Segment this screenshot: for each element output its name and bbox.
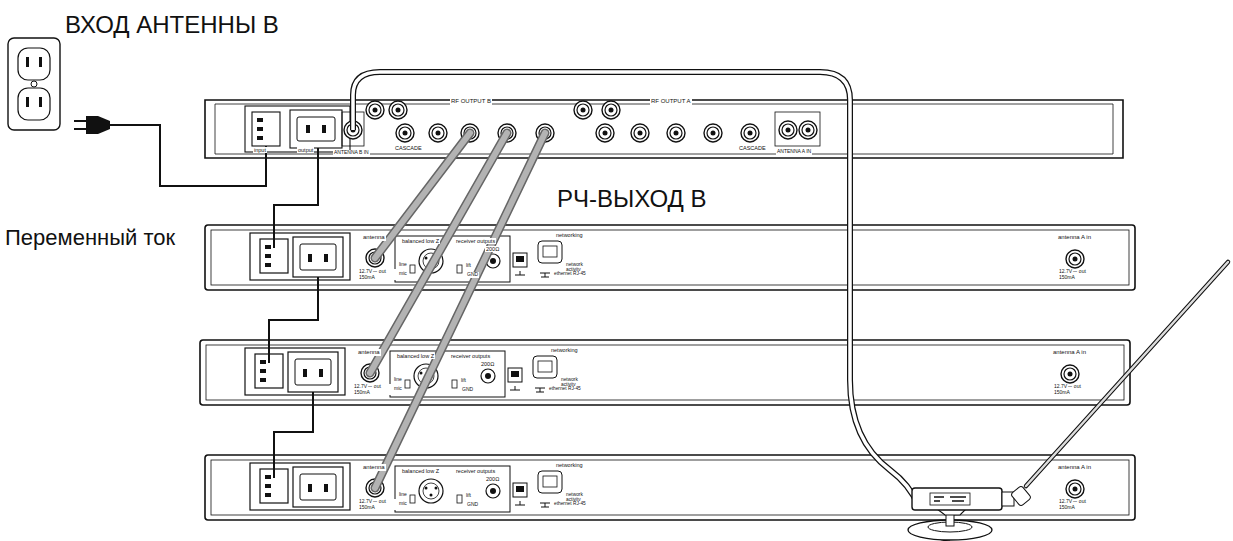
panel-label: ethernet RJ-45 xyxy=(553,271,587,276)
panel-label: 200Ω xyxy=(480,361,495,367)
panel-label: CASCADE xyxy=(394,145,423,151)
panel-label: antenna A in xyxy=(1057,464,1092,471)
panel-label: 12.7V ⎓ out 150mA xyxy=(358,499,396,510)
panel-label: input xyxy=(253,147,267,153)
panel-label: mic xyxy=(393,386,403,392)
panel-label: networking xyxy=(550,347,579,353)
panel-label: ANTENNA B IN xyxy=(333,150,370,156)
panel-label: networking xyxy=(555,232,584,238)
panel-label: ethernet RJ-45 xyxy=(553,501,587,506)
panel-label: antenna xyxy=(362,234,386,241)
panel-label: 12.7V ⎓ out 150mA xyxy=(353,384,391,395)
panel-label: line xyxy=(398,262,408,268)
panel-label: GND xyxy=(461,387,474,393)
antenna-distributor xyxy=(205,100,1123,158)
panel-label: mic xyxy=(398,501,408,507)
panel-label: 200Ω xyxy=(485,476,500,482)
panel-label: 12.7V ⎓ out 150mA xyxy=(1058,269,1096,280)
panel-label: receiver outputs xyxy=(455,468,496,474)
panel-label: RF OUTPUT A xyxy=(650,98,692,105)
panel-label: receiver outputs xyxy=(455,238,496,244)
callout-label: ВХОД АНТЕННЫ В xyxy=(64,12,280,38)
panel-label: RF OUTPUT B xyxy=(450,98,492,105)
panel-label: networking xyxy=(555,462,584,468)
panel-label: balanced low Z xyxy=(396,353,435,359)
panel-label: receiver outputs xyxy=(450,353,491,359)
rf-cables xyxy=(370,133,545,488)
power-cords xyxy=(110,125,318,478)
callout-label: Переменный ток xyxy=(4,226,176,250)
panel-label: 12.7V ⎓ out 150mA xyxy=(1058,499,1096,510)
receiver xyxy=(200,340,1130,405)
panel-label: line xyxy=(398,492,408,498)
panel-label: output xyxy=(297,147,314,153)
panel-label: antenna xyxy=(357,349,381,356)
panel-label: lift xyxy=(460,378,467,384)
panel-label: 200Ω xyxy=(485,246,500,252)
wall-outlet xyxy=(8,38,60,130)
receiver xyxy=(205,455,1135,520)
panel-label: ANTENNA A IN xyxy=(776,149,812,155)
panel-label: lift xyxy=(465,263,472,269)
panel-label: antenna A in xyxy=(1052,349,1087,356)
callout-label: РЧ-ВЫХОД В xyxy=(556,186,708,212)
panel-label: antenna A in xyxy=(1057,234,1092,241)
panel-label: ethernet RJ-45 xyxy=(548,386,582,391)
panel-label: CASCADE xyxy=(738,145,767,151)
power-plug xyxy=(74,116,110,134)
panel-label: mic xyxy=(398,271,408,277)
panel-label: GND xyxy=(466,502,479,508)
panel-label: balanced low Z xyxy=(401,238,440,244)
panel-label: line xyxy=(393,377,403,383)
remote-antenna xyxy=(908,262,1228,541)
panel-label: balanced low Z xyxy=(401,468,440,474)
panel-label: lift xyxy=(465,493,472,499)
panel-label: 12.7V ⎓ out 150mA xyxy=(1053,384,1091,395)
panel-label: 12.7V ⎓ out 150mA xyxy=(358,269,396,280)
panel-label: antenna xyxy=(362,464,386,471)
receiver xyxy=(205,225,1135,290)
panel-label: GND xyxy=(466,272,479,278)
antenna-cable xyxy=(353,72,918,505)
